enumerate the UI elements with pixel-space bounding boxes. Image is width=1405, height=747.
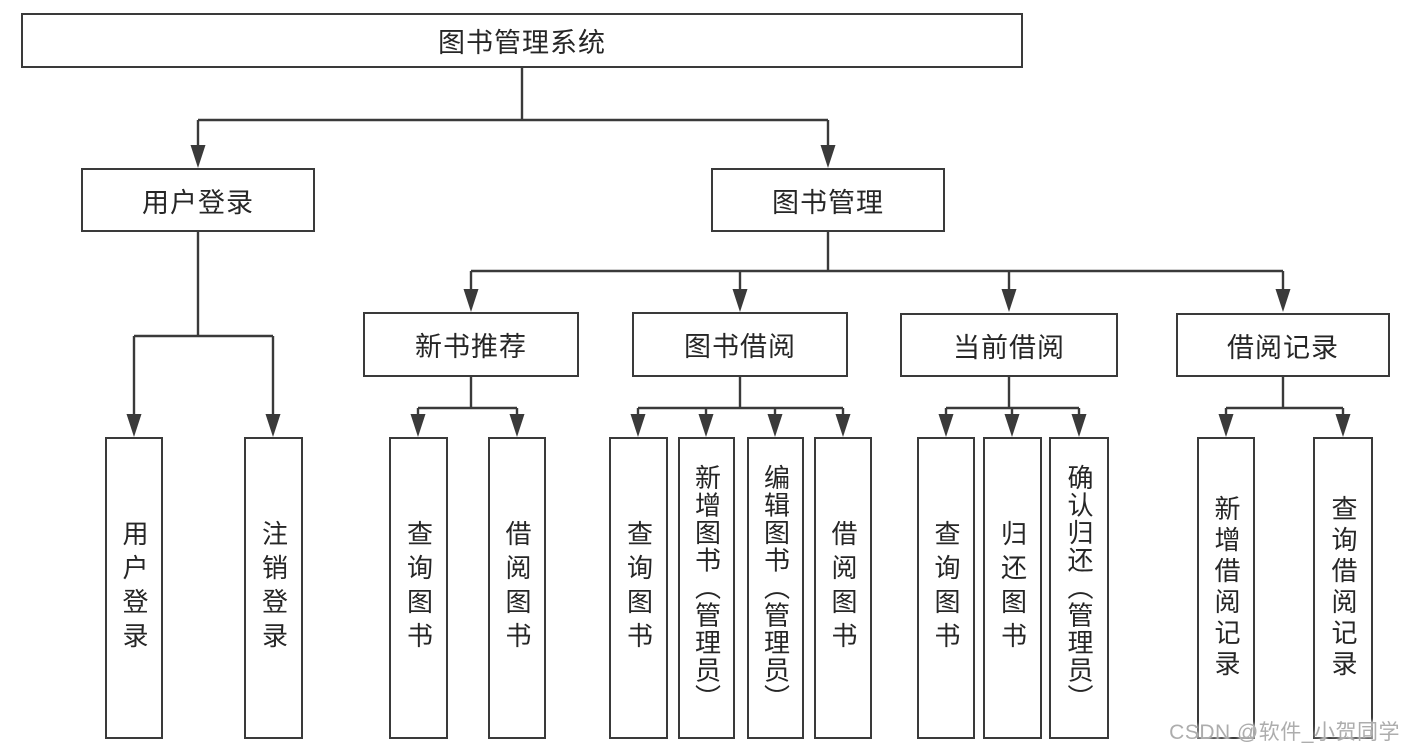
leaf-query-books-current: 查询图书 bbox=[917, 437, 975, 739]
leaf-add-borrow-record: 新增借阅记录 bbox=[1197, 437, 1255, 739]
leaf-borrow-books-recommend: 借阅图书 bbox=[488, 437, 546, 739]
node-label: 注销登录 bbox=[258, 520, 289, 656]
node-library-system-root: 图书管理系统 bbox=[21, 13, 1023, 68]
node-label: 新增图书（管理员） bbox=[691, 464, 722, 712]
leaf-edit-books-admin: 编辑图书（管理员） bbox=[747, 437, 804, 739]
node-label: 查询图书 bbox=[403, 520, 434, 656]
leaf-query-books-recommend: 查询图书 bbox=[389, 437, 448, 739]
node-label: 确认归还（管理员） bbox=[1064, 464, 1094, 712]
arrowheads bbox=[126, 145, 1351, 437]
node-book-borrowing: 图书借阅 bbox=[632, 312, 848, 377]
node-label: 查询借阅记录 bbox=[1328, 495, 1358, 681]
node-label: 图书借阅 bbox=[684, 332, 796, 362]
node-new-book-recommendation: 新书推荐 bbox=[363, 312, 579, 377]
leaf-query-books-borrow: 查询图书 bbox=[609, 437, 668, 739]
node-label: 归还图书 bbox=[997, 520, 1028, 656]
leaf-user-login: 用户登录 bbox=[105, 437, 163, 739]
leaf-confirm-return-admin: 确认归还（管理员） bbox=[1049, 437, 1109, 739]
leaf-logout: 注销登录 bbox=[244, 437, 303, 739]
node-user-login-branch: 用户登录 bbox=[81, 168, 315, 232]
node-label: 当前借阅 bbox=[953, 332, 1065, 363]
leaf-query-borrow-record: 查询借阅记录 bbox=[1313, 437, 1373, 739]
connector-lines bbox=[132, 68, 1345, 419]
leaf-borrow-books: 借阅图书 bbox=[814, 437, 872, 739]
leaf-add-books-admin: 新增图书（管理员） bbox=[678, 437, 735, 739]
node-label: 编辑图书（管理员） bbox=[760, 464, 791, 712]
node-label: 借阅图书 bbox=[502, 520, 532, 656]
node-label: 查询图书 bbox=[623, 520, 654, 656]
node-borrowing-records: 借阅记录 bbox=[1176, 313, 1390, 377]
node-label: 借阅记录 bbox=[1227, 332, 1339, 363]
csdn-watermark: CSDN @软件_小贺同学 bbox=[1169, 721, 1400, 744]
node-label: 借阅图书 bbox=[828, 520, 858, 656]
node-label: 新书推荐 bbox=[415, 332, 527, 362]
node-label: 用户登录 bbox=[119, 520, 149, 656]
node-label: 图书管理系统 bbox=[438, 28, 606, 58]
leaf-return-books: 归还图书 bbox=[983, 437, 1042, 739]
node-book-management-branch: 图书管理 bbox=[711, 168, 945, 232]
node-label: 查询图书 bbox=[931, 520, 961, 656]
node-label: 图书管理 bbox=[772, 187, 884, 218]
node-label: 新增借阅记录 bbox=[1211, 495, 1241, 681]
node-label: 用户登录 bbox=[142, 187, 254, 218]
node-current-borrowing: 当前借阅 bbox=[900, 313, 1118, 377]
